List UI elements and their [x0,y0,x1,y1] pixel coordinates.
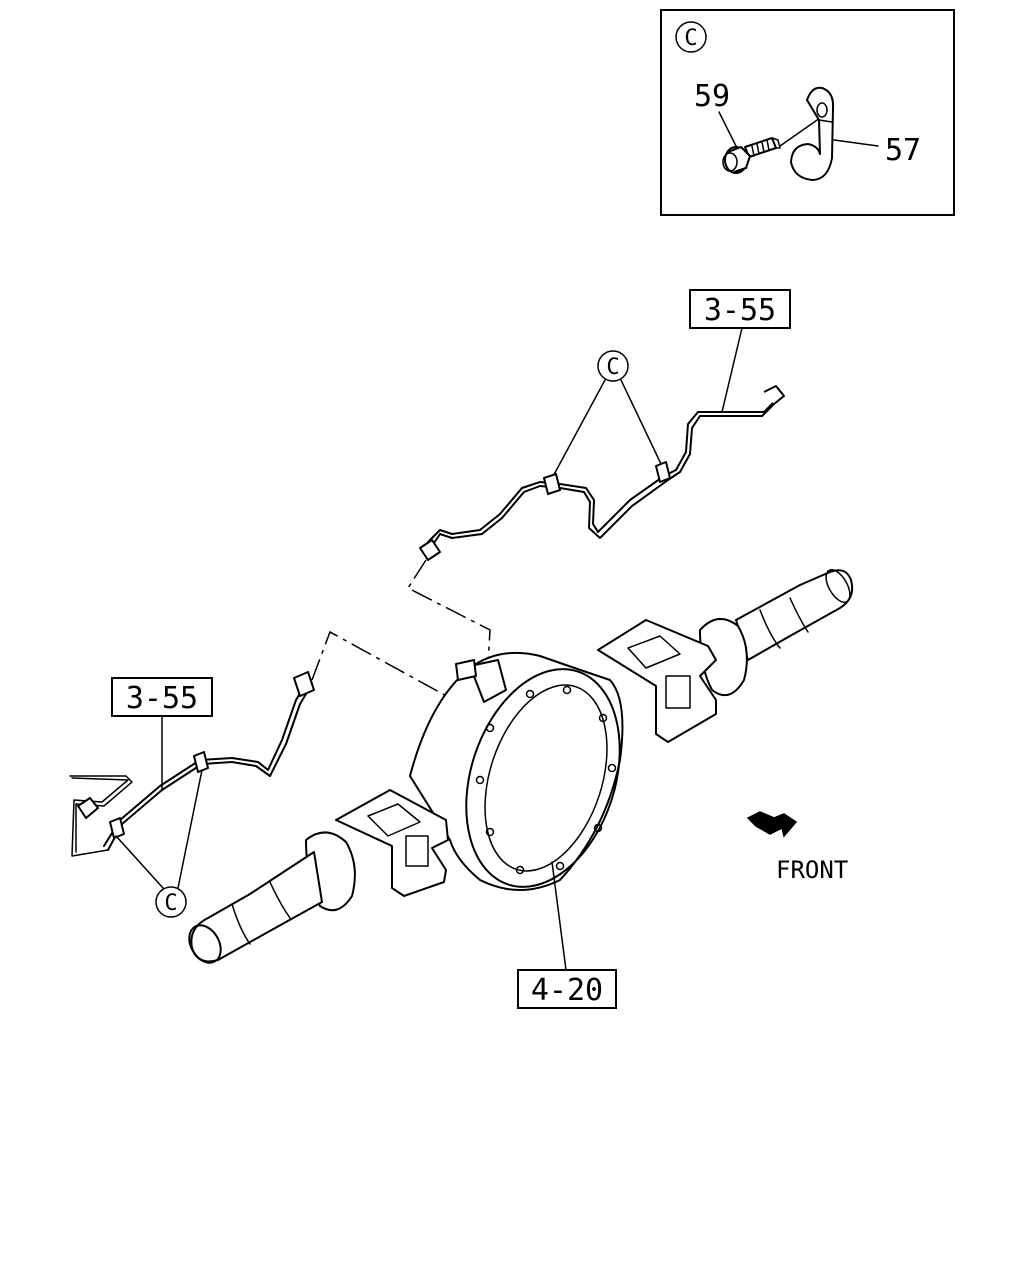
harness-connector-top [763,385,785,405]
bolt-axis [779,117,821,147]
harness-plug-top [419,539,441,561]
leader-clip-bottom-a [115,835,164,889]
clip-marker-bottom-circle [155,886,187,918]
harness-clip-left-a [193,751,209,773]
callout-3-55-left: 3-55 [111,677,213,791]
rear-axle-housing [188,569,854,964]
harness-connector-left [77,797,99,819]
leader-4-20 [551,861,567,971]
p-clip-icon [790,86,835,181]
leader-57 [833,139,879,147]
callout-box-left [111,677,213,717]
connection-line-upper [406,559,491,666]
detail-frame [660,9,955,216]
front-direction-indicator: FRONT [746,811,848,884]
leader-top-3-55 [721,327,743,413]
upper-sensor-harness [419,385,785,561]
lower-sensor-harness [69,671,315,857]
part-number-57: 57 [885,133,921,168]
detail-inset-c: C 59 57 [660,9,955,216]
leader-clip-top-b [620,379,663,467]
harness-bracket [71,777,129,857]
right-spindle [735,569,854,661]
callout-label-top: 3-55 [704,293,776,328]
callout-label-axle: 4-20 [531,973,603,1008]
callout-3-55-top: 3-55 [689,289,791,413]
leader-clip-bottom-b [177,769,203,889]
right-spring-seat [597,619,717,743]
harness-plug-left [293,671,315,697]
front-arrow-icon [746,811,798,838]
detail-marker-label: C [684,26,697,51]
clip-marker-top-label: C [606,355,619,380]
left-spring-seat [335,789,449,897]
callout-4-20: 4-20 [517,861,617,1009]
clip-marker-top-circle [597,350,629,382]
front-label: FRONT [776,856,848,884]
connection-line-lower [311,630,451,699]
right-hub-flange [699,618,748,697]
harness-clip-top-b [655,461,671,483]
carrier-bolt-holes [475,685,617,875]
detail-marker-circle [675,21,707,53]
leader-clip-top-a [549,379,606,483]
harness-clip-top-a [543,473,561,495]
part-number-59: 59 [694,79,730,114]
flange-bolt-icon [722,137,781,174]
callout-box-top [689,289,791,329]
callout-label-left: 3-55 [126,681,198,716]
clip-marker-top: C [549,350,663,483]
harness-clip-left-b [109,817,125,839]
callout-box-axle [517,969,617,1009]
speed-sensor [455,659,507,703]
clip-marker-bottom-label: C [164,891,177,916]
differential-carrier-ring [465,668,621,888]
clip-marker-bottom: C [115,769,203,918]
leader-59 [718,111,739,151]
left-spindle [190,851,323,963]
